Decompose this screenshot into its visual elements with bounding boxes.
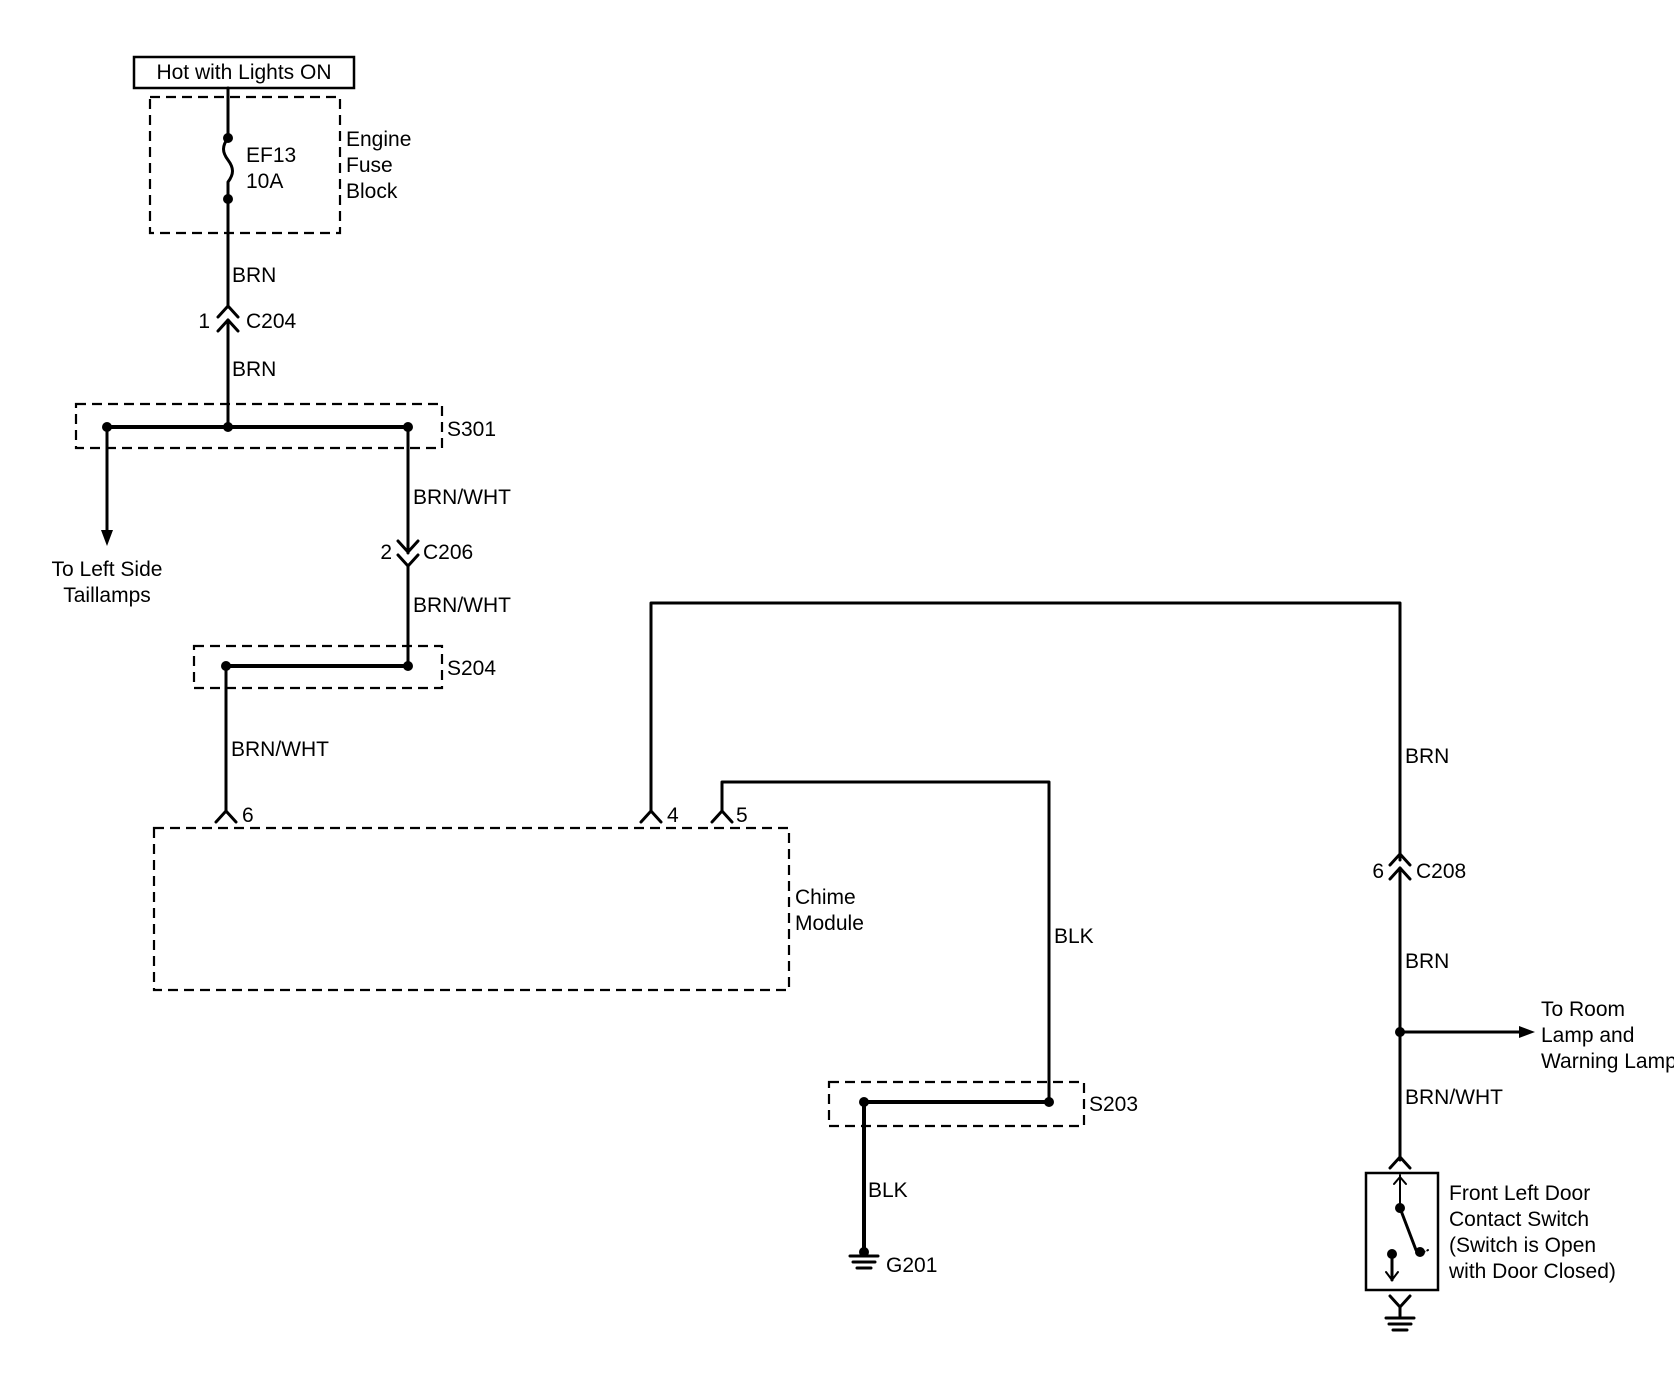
fuse-block-label-1: Engine (346, 128, 411, 151)
chime-pin-4-label: 4 (667, 804, 679, 827)
chime-pin-4: 4 (639, 804, 679, 827)
chime-pin-5: 5 (710, 804, 748, 827)
splice-s204-label: S204 (447, 657, 496, 680)
connector-c208-pin: 6 (1372, 860, 1384, 883)
wire-blk-1 (720, 780, 1051, 1104)
power-source: Hot with Lights ON (132, 55, 356, 90)
wire-label-brn-3: BRN (1405, 745, 1449, 768)
wire-label-brn-wht-3: BRN/WHT (231, 738, 329, 761)
wire-label-brn-wht-1: BRN/WHT (413, 486, 511, 509)
wire-label-brn-4: BRN (1405, 950, 1449, 973)
connector-c204-name: C204 (246, 310, 297, 333)
connector-c206-pin: 2 (380, 541, 392, 564)
chime-module-label-2: Module (795, 912, 864, 935)
taillamps-label-1: To Left Side (52, 558, 163, 581)
chime-pin-5-label: 5 (736, 804, 748, 827)
room-lamp-label-2: Lamp and (1541, 1024, 1634, 1047)
wire-label-brn-2: BRN (232, 358, 276, 381)
room-lamp-label-1: To Room (1541, 998, 1625, 1021)
wire-label-blk-1: BLK (1054, 925, 1094, 948)
splice-s301-label: S301 (447, 418, 496, 441)
fuse-name: EF13 (246, 144, 296, 167)
connector-c208: 6 C208 (1372, 852, 1466, 883)
wire-label-brn-wht-4: BRN/WHT (1405, 1086, 1503, 1109)
connector-c206-name: C206 (423, 541, 473, 564)
taillamps-branch: To Left Side Taillamps (52, 425, 163, 607)
door-switch-label-3: (Switch is Open (1449, 1234, 1596, 1257)
ground-g201: G201 (848, 1247, 937, 1277)
door-switch-label-2: Contact Switch (1449, 1208, 1589, 1231)
wire-brn-3 (649, 601, 1402, 862)
door-switch-label-1: Front Left Door (1449, 1182, 1590, 1205)
power-source-label: Hot with Lights ON (156, 61, 331, 84)
taillamps-label-2: Taillamps (63, 584, 151, 607)
chime-module-label-1: Chime (795, 886, 856, 909)
door-switch-label-4: with Door Closed) (1448, 1260, 1616, 1283)
connector-c208-name: C208 (1416, 860, 1466, 883)
ground-g201-label: G201 (886, 1254, 937, 1277)
wire-label-brn-1: BRN (232, 264, 276, 287)
connector-c204: 1 C204 (198, 304, 297, 333)
connector-c204-pin: 1 (198, 310, 210, 333)
fuse-rating: 10A (246, 170, 283, 193)
fuse-block-label-3: Block (346, 180, 398, 203)
splice-s203: S203 (827, 1080, 1138, 1128)
splice-s204: S204 (192, 644, 496, 690)
splice-s301: S301 (74, 402, 496, 450)
door-switch-ground (1384, 1294, 1416, 1332)
room-lamp-branch: To Room Lamp and Warning Lamp (1395, 998, 1674, 1073)
engine-fuse-block: EF13 10A Engine Fuse Block (148, 86, 411, 235)
connector-c206: 2 C206 (380, 539, 473, 568)
chime-pin-6: 6 (214, 804, 254, 827)
wire-label-blk-2: BLK (868, 1179, 908, 1202)
wire-label-brn-wht-2: BRN/WHT (413, 594, 511, 617)
chime-module: Chime Module 6 4 5 (152, 804, 864, 992)
room-lamp-label-3: Warning Lamp (1541, 1050, 1674, 1073)
chime-pin-6-label: 6 (242, 804, 254, 827)
fuse-symbol (222, 136, 234, 201)
door-contact-switch: Front Left Door Contact Switch (Switch i… (1364, 1171, 1616, 1292)
splice-s203-label: S203 (1089, 1093, 1138, 1116)
fuse-block-label-2: Fuse (346, 154, 393, 177)
